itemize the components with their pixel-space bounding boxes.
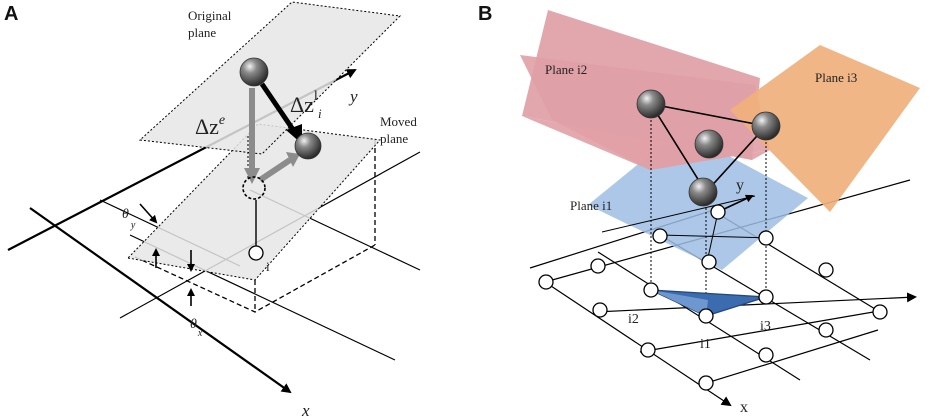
panel-a: A y x	[4, 1, 421, 420]
plane-i2-face	[522, 10, 760, 160]
x-axis-label-b: x	[740, 399, 748, 416]
plane-i1-grid	[601, 195, 771, 263]
original-plane-label-2: plane	[188, 25, 216, 40]
sphere-i3	[751, 111, 781, 141]
dz-i-arrow	[259, 82, 299, 136]
x-axis-line	[29, 207, 292, 394]
plane-i1-label: Plane i1	[570, 198, 612, 213]
y-axis-arrow-b	[721, 194, 754, 211]
panel-b-letter: B	[478, 3, 492, 25]
moved-box	[134, 140, 376, 313]
sphere-center	[694, 129, 724, 159]
original-sphere	[239, 57, 269, 87]
moved-sphere	[294, 132, 322, 160]
node-i3-label: i3	[760, 319, 771, 334]
sphere-i1	[688, 177, 718, 207]
moved-plane-label-2: plane	[380, 131, 408, 146]
moved-plane	[126, 123, 382, 281]
node-i2-label: i2	[628, 312, 639, 327]
x-axis-label: x	[301, 401, 310, 420]
node-i	[248, 245, 264, 261]
dz-e-arrowhead	[244, 168, 260, 184]
dz-e-label: Δze	[195, 113, 225, 139]
theta-y-label: θy	[122, 207, 136, 231]
original-plane	[138, 1, 402, 155]
dz-i-label: Δzl	[290, 89, 318, 117]
node-i-label: i	[266, 259, 270, 274]
node-i1-label: i1	[700, 337, 711, 352]
dz-i-sub: i	[318, 106, 322, 121]
projected-position	[242, 176, 266, 200]
lattice-nodes	[538, 204, 888, 391]
y-axis-label: y	[348, 87, 358, 106]
panel-a-letter: A	[4, 3, 18, 25]
panel-b: B y	[478, 3, 920, 416]
moved-plane-label-1: Moved	[380, 114, 417, 129]
y-axis-label-b: y	[736, 177, 744, 194]
plane-i2-label: Plane i2	[545, 62, 587, 77]
original-plane-label-1: Original	[188, 8, 232, 23]
return-arrow	[258, 157, 292, 183]
return-arrowhead	[286, 152, 300, 167]
sphere-i2	[636, 89, 666, 119]
theta-y-arrow-down	[139, 203, 158, 224]
theta-x-label: θx	[190, 317, 203, 339]
vertical-guides	[650, 104, 767, 315]
plane-i3-label: Plane i3	[815, 70, 857, 85]
sphere-triangle	[649, 102, 768, 194]
plane-i3	[730, 45, 920, 212]
